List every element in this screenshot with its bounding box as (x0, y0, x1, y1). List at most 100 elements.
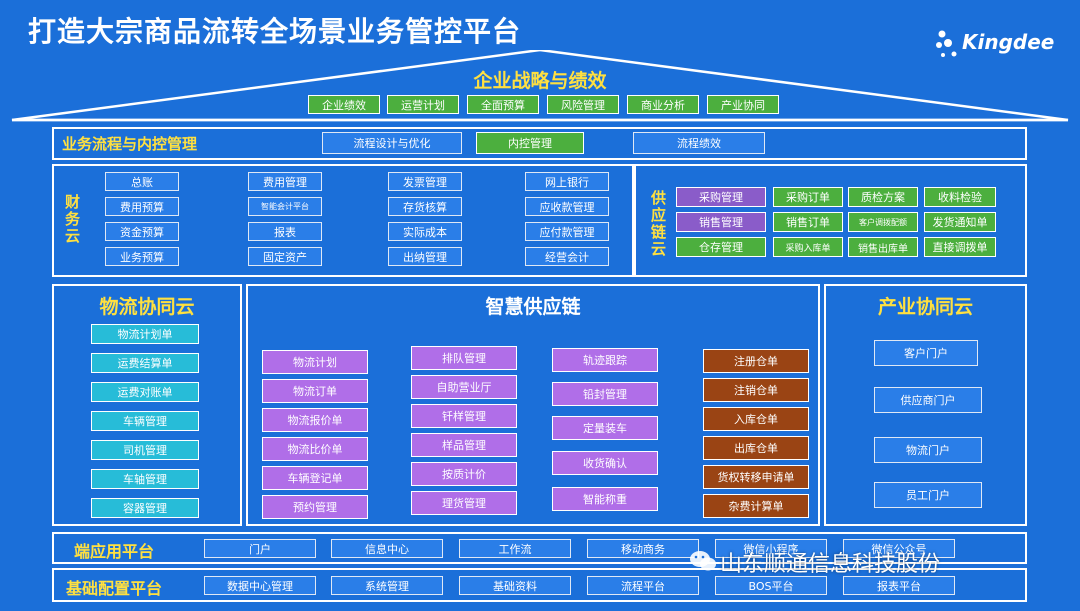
finance-item[interactable]: 实际成本 (388, 222, 462, 241)
finance-item[interactable]: 出纳管理 (388, 247, 462, 266)
finance-item[interactable]: 网上银行 (525, 172, 609, 191)
industry-cloud-panel (824, 284, 1027, 526)
smart-item[interactable]: 车辆登记单 (262, 466, 368, 490)
logistics-item[interactable]: 车辆管理 (91, 411, 199, 431)
supply-item[interactable]: 采购管理 (676, 187, 766, 207)
smart-item[interactable]: 出库仓单 (703, 436, 809, 460)
roof-outline (11, 50, 1069, 122)
strategy-item[interactable]: 运营计划 (387, 95, 459, 114)
supply-cloud-panel (634, 164, 1027, 277)
finance-item[interactable]: 应付款管理 (525, 222, 609, 241)
endapp-item[interactable]: 工作流 (459, 539, 571, 558)
finance-cloud-panel (52, 164, 634, 277)
supply-item[interactable]: 直接调拨单 (924, 237, 996, 257)
supply-item[interactable]: 销售管理 (676, 212, 766, 232)
strategy-item[interactable]: 风险管理 (547, 95, 619, 114)
base-title: 基础配置平台 (66, 579, 163, 598)
base-item[interactable]: 流程平台 (587, 576, 699, 595)
finance-item[interactable]: 智能会计平台 (248, 197, 322, 216)
base-item[interactable]: BOS平台 (715, 576, 827, 595)
supply-item[interactable]: 质检方案 (848, 187, 918, 207)
industry-item[interactable]: 供应商门户 (874, 387, 982, 413)
endapp-title: 端应用平台 (74, 542, 155, 561)
strategy-item[interactable]: 企业绩效 (308, 95, 380, 114)
smart-item[interactable]: 收货确认 (552, 451, 658, 475)
process-title: 业务流程与内控管理 (62, 135, 198, 153)
logistics-item[interactable]: 司机管理 (91, 440, 199, 460)
finance-item[interactable]: 经营会计 (525, 247, 609, 266)
smart-item[interactable]: 钎样管理 (411, 404, 517, 428)
endapp-band (52, 532, 1027, 564)
supply-item[interactable]: 销售出库单 (848, 237, 918, 257)
endapp-item[interactable]: 微信小程序 (715, 539, 827, 558)
finance-item[interactable]: 固定资产 (248, 247, 322, 266)
logistics-item[interactable]: 容器管理 (91, 498, 199, 518)
smart-item[interactable]: 按质计价 (411, 462, 517, 486)
industry-item[interactable]: 员工门户 (874, 482, 982, 508)
finance-item[interactable]: 业务预算 (105, 247, 179, 266)
process-item[interactable]: 内控管理 (476, 132, 584, 154)
smart-item[interactable]: 物流比价单 (262, 437, 368, 461)
smart-item[interactable]: 排队管理 (411, 346, 517, 370)
strategy-item[interactable]: 商业分析 (627, 95, 699, 114)
smart-item[interactable]: 注册仓单 (703, 349, 809, 373)
finance-item[interactable]: 费用管理 (248, 172, 322, 191)
smart-item[interactable]: 样品管理 (411, 433, 517, 457)
wechat-icon (690, 551, 716, 571)
logistics-item[interactable]: 车轴管理 (91, 469, 199, 489)
finance-item[interactable]: 存货核算 (388, 197, 462, 216)
industry-cloud-title: 产业协同云 (877, 296, 973, 318)
endapp-item[interactable]: 移动商务 (587, 539, 699, 558)
watermark-text: 山东顺通信息科技股份 (720, 552, 941, 577)
smart-item[interactable]: 入库仓单 (703, 407, 809, 431)
supply-item[interactable]: 发货通知单 (924, 212, 996, 232)
smart-item[interactable]: 轨迹跟踪 (552, 348, 658, 372)
smart-item[interactable]: 预约管理 (262, 495, 368, 519)
endapp-item[interactable]: 门户 (204, 539, 316, 558)
brand-logo: Kingdee (962, 30, 1055, 54)
base-item[interactable]: 报表平台 (843, 576, 955, 595)
supply-item[interactable]: 采购入库单 (773, 237, 843, 257)
supply-item[interactable]: 仓存管理 (676, 237, 766, 257)
finance-item[interactable]: 报表 (248, 222, 322, 241)
smart-item[interactable]: 物流报价单 (262, 408, 368, 432)
process-item[interactable]: 流程绩效 (633, 132, 765, 154)
base-band (52, 568, 1027, 602)
strategy-item[interactable]: 全面预算 (467, 95, 539, 114)
page-title: 打造大宗商品流转全场景业务管控平台 (28, 15, 522, 48)
smart-item[interactable]: 物流订单 (262, 379, 368, 403)
smart-item[interactable]: 物流计划 (262, 350, 368, 374)
finance-item[interactable]: 应收款管理 (525, 197, 609, 216)
smart-supply-title: 智慧供应链 (485, 296, 581, 318)
smart-item[interactable]: 货权转移申请单 (703, 465, 809, 489)
logistics-item[interactable]: 运费结算单 (91, 353, 199, 373)
endapp-item[interactable]: 微信公众号 (843, 539, 955, 558)
base-item[interactable]: 系统管理 (331, 576, 443, 595)
smart-item[interactable]: 智能称重 (552, 487, 658, 511)
logistics-item[interactable]: 物流计划单 (91, 324, 199, 344)
industry-item[interactable]: 物流门户 (874, 437, 982, 463)
finance-item[interactable]: 总账 (105, 172, 179, 191)
industry-item[interactable]: 客户门户 (874, 340, 978, 366)
supply-item[interactable]: 收料检验 (924, 187, 996, 207)
smart-item[interactable]: 定量装车 (552, 416, 658, 440)
smart-item[interactable]: 注销仓单 (703, 378, 809, 402)
smart-item[interactable]: 理货管理 (411, 491, 517, 515)
logistics-cloud-title: 物流协同云 (99, 296, 195, 318)
smart-item[interactable]: 铅封管理 (552, 382, 658, 406)
supply-item[interactable]: 销售订单 (773, 212, 843, 232)
supply-item[interactable]: 客户调拨配额 (848, 212, 918, 232)
finance-cloud-title: 财务云 (63, 194, 81, 245)
finance-item[interactable]: 费用预算 (105, 197, 179, 216)
base-item[interactable]: 基础资料 (459, 576, 571, 595)
endapp-item[interactable]: 信息中心 (331, 539, 443, 558)
smart-item[interactable]: 杂费计算单 (703, 494, 809, 518)
finance-item[interactable]: 资金预算 (105, 222, 179, 241)
process-item[interactable]: 流程设计与优化 (322, 132, 462, 154)
logistics-item[interactable]: 运费对账单 (91, 382, 199, 402)
supply-item[interactable]: 采购订单 (773, 187, 843, 207)
base-item[interactable]: 数据中心管理 (204, 576, 316, 595)
finance-item[interactable]: 发票管理 (388, 172, 462, 191)
smart-item[interactable]: 自助营业厅 (411, 375, 517, 399)
strategy-item[interactable]: 产业协同 (707, 95, 779, 114)
